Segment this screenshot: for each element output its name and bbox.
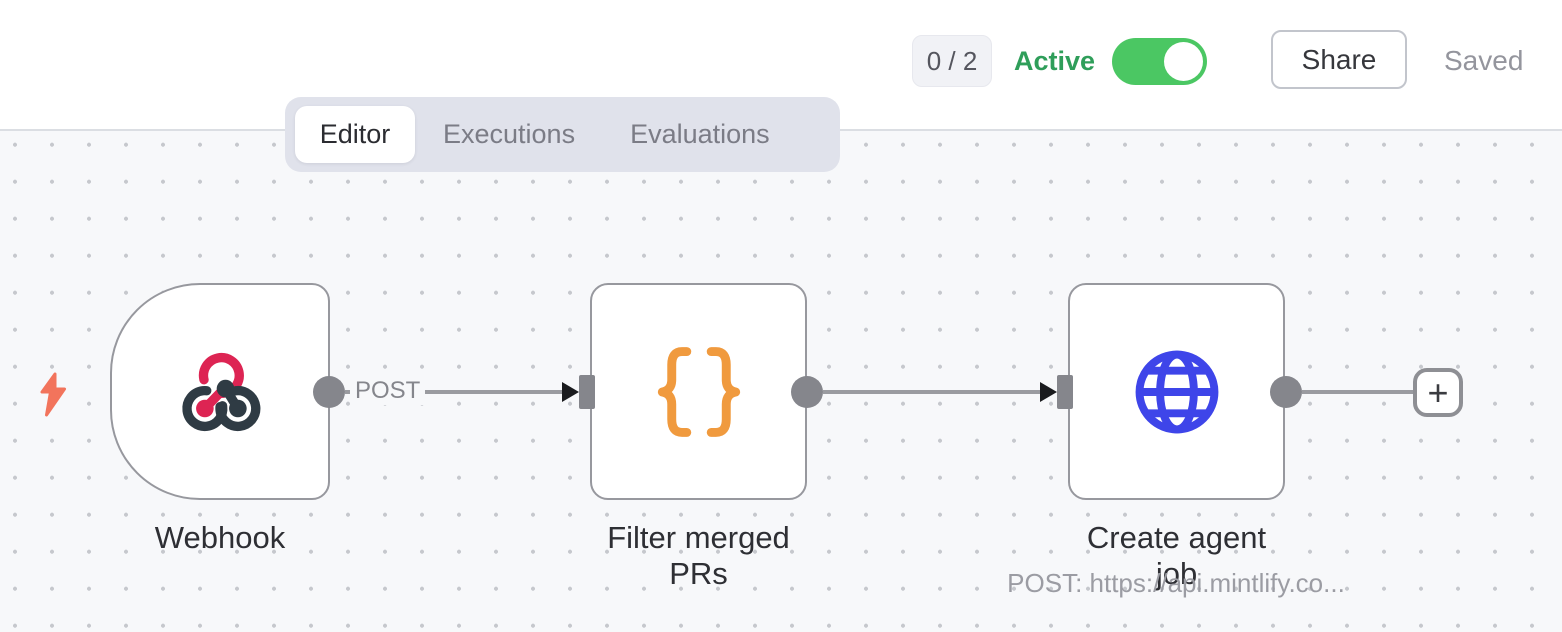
view-tabs: Editor Executions Evaluations: [285, 97, 840, 172]
node-title-webhook: Webhook: [154, 520, 286, 555]
tab-evaluations[interactable]: Evaluations: [630, 119, 770, 149]
input-arrow-agent: [1040, 382, 1057, 402]
save-status: Saved: [1444, 45, 1524, 76]
globe-icon: [1135, 350, 1218, 433]
node-title-agent: Create agent job: [1086, 520, 1267, 591]
input-arrow-filter: [562, 382, 579, 402]
add-node-button[interactable]: +: [1413, 368, 1463, 417]
node-create-agent-job[interactable]: [1068, 283, 1285, 500]
connection-agent-add[interactable]: [1302, 390, 1413, 394]
node-filter-merged-prs[interactable]: [590, 283, 807, 500]
trigger-bolt-icon: [38, 371, 68, 423]
webhook-icon: [182, 352, 261, 431]
webhook-method-label: POST: [350, 377, 426, 405]
active-toggle[interactable]: [1112, 38, 1207, 85]
output-port-webhook[interactable]: [313, 376, 345, 408]
share-button[interactable]: Share: [1271, 30, 1407, 89]
connection-webhook-filter[interactable]: [345, 390, 564, 394]
tab-executions[interactable]: Executions: [443, 119, 576, 149]
plus-icon: +: [1427, 371, 1449, 413]
connection-filter-agent[interactable]: [823, 390, 1042, 394]
execution-counter-badge: 0 / 2: [912, 35, 992, 87]
node-subtitle-agent: POST: https://api.mintlify.co...: [1007, 568, 1345, 598]
curly-braces-icon: [657, 346, 740, 437]
active-label: Active: [1014, 45, 1096, 76]
output-port-agent[interactable]: [1270, 376, 1302, 408]
node-webhook[interactable]: [110, 283, 330, 500]
node-title-filter: Filter merged PRs: [607, 520, 790, 591]
toggle-knob: [1164, 42, 1203, 81]
tab-editor[interactable]: Editor: [295, 106, 415, 163]
input-port-agent[interactable]: [1057, 375, 1073, 409]
input-port-filter[interactable]: [579, 375, 595, 409]
output-port-filter[interactable]: [791, 376, 823, 408]
